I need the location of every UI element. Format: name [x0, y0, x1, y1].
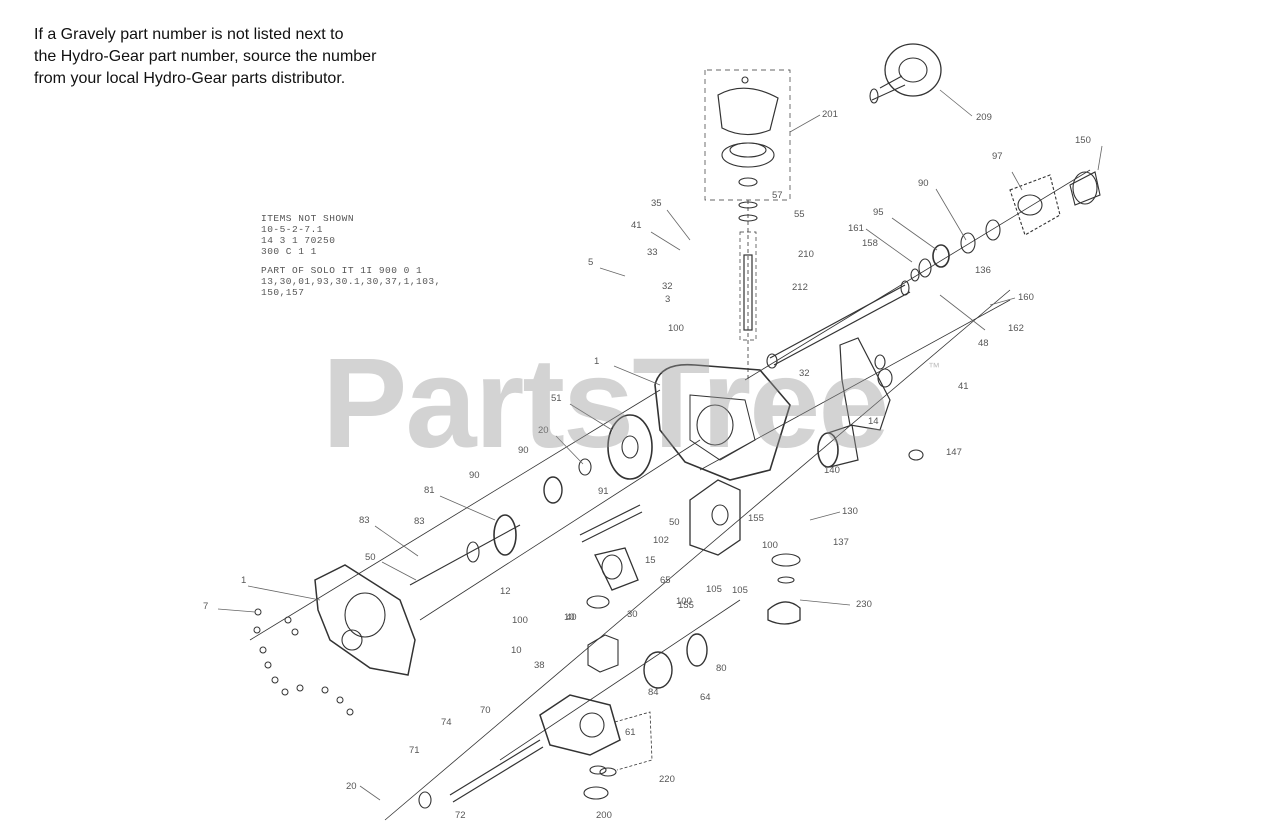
- callout-1b: 1: [241, 575, 246, 586]
- callout-70: 70: [480, 705, 491, 716]
- callout-41: 41: [631, 220, 642, 231]
- callout-162: 162: [1008, 323, 1024, 334]
- callout-102: 102: [653, 535, 669, 546]
- callout-20: 20: [538, 425, 549, 436]
- callout-74: 74: [441, 717, 452, 728]
- callout-10: 10: [564, 612, 575, 623]
- callout-40: 40: [566, 612, 577, 623]
- callout-1: 1: [594, 356, 599, 367]
- callout-33: 33: [647, 247, 658, 258]
- callout-30: 30: [627, 609, 638, 620]
- notice-line-1: If a Gravely part number is not listed n…: [34, 26, 344, 43]
- callout-130: 130: [842, 506, 858, 517]
- items-line-5: PART OF SOLO IT 1I 900 0 1: [261, 265, 423, 276]
- callout-105: 100: [676, 596, 692, 607]
- callout-14: 14: [868, 416, 879, 427]
- callout-35: 35: [651, 198, 662, 209]
- callout-200: 200: [596, 810, 612, 821]
- callout-95: 95: [873, 207, 884, 218]
- callout-150: 150: [1075, 135, 1091, 146]
- callout-83b: 83: [414, 516, 425, 527]
- callout-90c: 90: [469, 470, 480, 481]
- items-line-7: 150,157: [261, 287, 305, 298]
- callout-90b: 90: [518, 445, 529, 456]
- callout-50b: 50: [669, 517, 680, 528]
- callout-80: 80: [716, 663, 727, 674]
- callout-32b: 32: [799, 368, 810, 379]
- items-line-1: ITEMS NOT SHOWN: [261, 213, 355, 224]
- callout-3: 3: [665, 294, 670, 305]
- callout-41b: 41: [958, 381, 969, 392]
- callout-155b: 155: [678, 600, 694, 611]
- callout-97: 97: [992, 151, 1003, 162]
- callout-71: 71: [409, 745, 420, 756]
- callout-155: 155: [748, 513, 764, 524]
- callout-105c: 105: [706, 584, 722, 595]
- notice-line-2: the Hydro-Gear part number, source the n…: [34, 48, 377, 65]
- callout-209: 209: [976, 112, 992, 123]
- callout-83: 83: [359, 515, 370, 526]
- callout-147: 147: [946, 447, 962, 458]
- callout-220: 220: [659, 774, 675, 785]
- callout-105b: 105: [732, 585, 748, 596]
- items-not-shown-note: ITEMS NOT SHOWN 10-5-2-7.1 14 3 1 70250 …: [261, 213, 441, 298]
- callout-100c: 100: [762, 540, 778, 551]
- callout-137: 137: [833, 537, 849, 548]
- items-line-6: 13,30,01,93,30.1,30,37,1,103,: [261, 276, 441, 287]
- callout-5: 5: [588, 257, 593, 268]
- callout-160: 160: [1018, 292, 1034, 303]
- callout-15: 15: [645, 555, 656, 566]
- callout-161: 161: [848, 223, 864, 234]
- callout-32: 32: [662, 281, 673, 292]
- callout-136: 136: [975, 265, 991, 276]
- callout-230: 230: [856, 599, 872, 610]
- callout-61: 61: [625, 727, 636, 738]
- callout-20b: 20: [346, 781, 357, 792]
- callout-38: 38: [534, 660, 545, 671]
- callout-10b: 10: [511, 645, 522, 656]
- callout-72: 72: [455, 810, 466, 821]
- items-line-4: 300 C 1 1: [261, 246, 317, 257]
- notice-text: If a Gravely part number is not listed n…: [34, 24, 376, 90]
- trademark-symbol: ™: [928, 360, 940, 374]
- callout-64: 64: [700, 692, 711, 703]
- callout-7: 7: [203, 601, 208, 612]
- callout-65: 65: [660, 575, 671, 586]
- callout-201: 201: [822, 109, 838, 120]
- callout-51: 51: [551, 393, 562, 404]
- callout-90: 90: [918, 178, 929, 189]
- items-line-3: 14 3 1 70250: [261, 235, 336, 246]
- callout-140: 140: [824, 465, 840, 476]
- callout-50: 50: [365, 552, 376, 563]
- callout-210: 210: [798, 249, 814, 260]
- callout-labels: 201 209 150 97 90 161 95 158 136 35 57 5…: [203, 109, 1091, 821]
- partstree-watermark: PartsTree: [322, 332, 889, 475]
- items-line-2: 10-5-2-7.1: [261, 224, 324, 235]
- callout-91: 91: [598, 486, 609, 497]
- callout-100b: 100: [512, 615, 528, 626]
- callout-212: 212: [792, 282, 808, 293]
- callout-84: 84: [648, 687, 659, 698]
- callout-57: 57: [772, 190, 783, 201]
- callout-81: 81: [424, 485, 435, 496]
- callout-158: 158: [862, 238, 878, 249]
- callout-55: 55: [794, 209, 805, 220]
- callout-12: 12: [500, 586, 511, 597]
- notice-line-3: from your local Hydro-Gear parts distrib…: [34, 70, 346, 87]
- callout-48: 48: [978, 338, 989, 349]
- callout-100: 100: [668, 323, 684, 334]
